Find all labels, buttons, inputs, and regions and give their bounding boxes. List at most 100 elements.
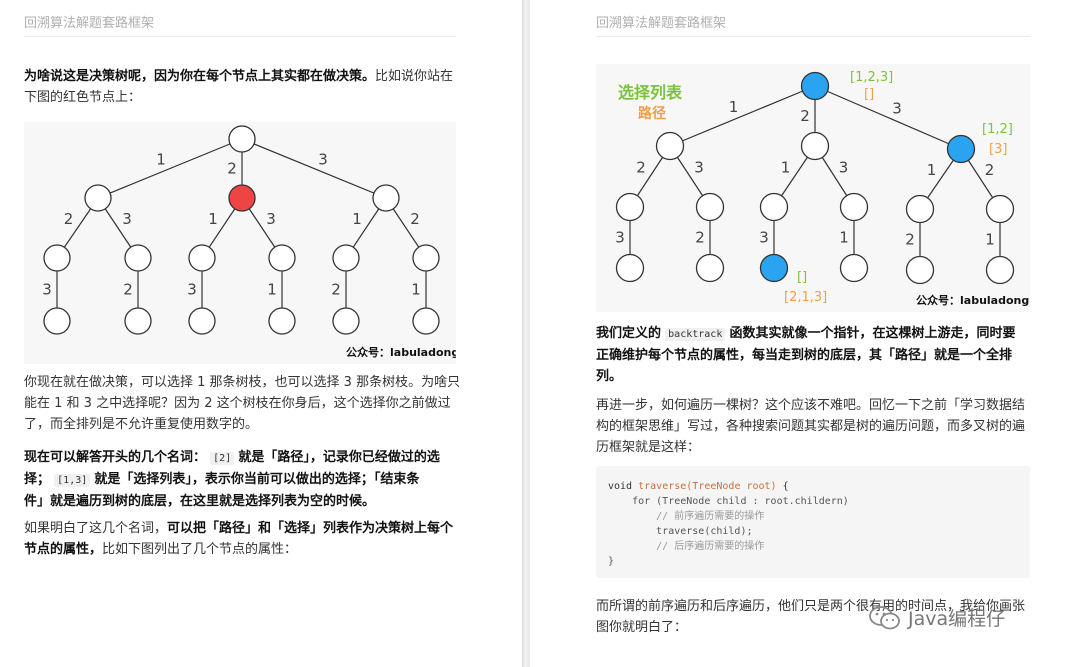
tree-edges <box>629 85 1001 270</box>
right-p2-line-3: 历框架就是这样： <box>596 440 701 455</box>
right-header-divider <box>596 36 1030 37</box>
left-p1-rest: 比如说你站在 <box>375 69 454 84</box>
tree-node <box>188 307 216 335</box>
tree-node <box>43 307 71 335</box>
node-path-label: [3] <box>989 142 1007 157</box>
edge-label: 1 <box>781 159 791 177</box>
edge-label: 1 <box>156 151 166 169</box>
page-gutter <box>522 0 530 667</box>
tree-node <box>695 192 725 222</box>
tree-nodes <box>43 125 440 335</box>
tree-node <box>228 125 256 153</box>
left-p4-a: 如果明白了这几个名词， <box>24 521 168 536</box>
left-p4-b: 可以把「路径」和「选择」列表作为决策树上每个 <box>167 521 454 536</box>
right-paragraph-2: 再进一步，如何遍历一棵树？这个应该不难吧。回忆一下之前「学习数据结 构的框架思维… <box>596 395 1036 458</box>
left-paragraph-3: 现在可以解答开头的几个名词： [2] 就是「路径」，记录你已经做过的选 择； [… <box>24 447 464 512</box>
right-p1-d: 列。 <box>596 369 623 384</box>
highlighted-tree-node <box>800 71 830 101</box>
inline-code-choices: [1,3] <box>54 474 91 487</box>
edge-label: 2 <box>800 107 810 125</box>
leaf-path-label: [2,1,3] <box>784 290 827 305</box>
edge-label: 1 <box>729 98 739 116</box>
left-p2-line-2: 能在 1 和 3 之中选择呢？因为 2 这个树枝在你身后，这个选择你之前做过 <box>24 396 451 411</box>
left-p1-bold: 为啥说这是决策树呢，因为你在每个节点上其实都在做决策。 <box>24 69 376 84</box>
leaf-choice-label: [] <box>797 270 807 285</box>
tree-node <box>905 255 935 285</box>
edge-label: 1 <box>927 161 937 179</box>
edge-label: 3 <box>759 229 769 247</box>
code-open-brace: { <box>776 481 789 492</box>
edge-label: 2 <box>695 229 705 247</box>
legend-path-label: 路径 <box>638 105 666 122</box>
node-choice-label: [1,2] <box>982 122 1013 137</box>
left-p1-line2: 下图的红色节点上： <box>24 90 142 105</box>
root-choice-label: [1,2,3] <box>850 70 893 85</box>
code-line-3: // 前序遍历需要的操作 <box>608 511 765 522</box>
tree-node <box>615 192 645 222</box>
edge-label: 2 <box>64 210 74 228</box>
edge-label: 1 <box>411 281 421 299</box>
tree-node <box>268 307 296 335</box>
code-function-signature: traverse(TreeNode root) <box>638 481 777 492</box>
edge-label: 1 <box>352 210 362 228</box>
left-p3-e: 件」就是遍历到树的底层，在这里就是选择列表为空的时候。 <box>24 494 376 509</box>
edge-label: 3 <box>318 151 328 169</box>
left-p4-d: 比如下图列出了几个节点的属性： <box>102 542 298 557</box>
right-p1-c: 正确维护每个节点的属性，每当走到树的底层，其「路径」就是一个全排 <box>596 348 1013 363</box>
edge-label: 1 <box>208 210 218 228</box>
left-paragraph-1: 为啥说这是决策树呢，因为你在每个节点上其实都在做决策。比如说你站在 下图的红色节… <box>24 66 464 108</box>
right-page-header: 回溯算法解题套路框架 <box>596 16 727 31</box>
tree-node <box>412 244 440 272</box>
edge-label: 1 <box>839 229 849 247</box>
tree-node <box>188 244 216 272</box>
code-block: void traverse(TreeNode root) { for (Tree… <box>596 466 1030 578</box>
right-p3-line-2: 图你就明白了： <box>596 620 688 635</box>
left-page-header: 回溯算法解题套路框架 <box>24 16 155 31</box>
left-paragraph-2: 你现在就在做决策，可以选择 1 那条树枝，也可以选择 3 那条树枝。为啥只 能在… <box>24 372 464 435</box>
right-p3-line-1: 而所谓的前序遍历和后序遍历，他们只是两个很有用的时间点，我给你画张 <box>596 599 1026 614</box>
tree-node <box>372 184 400 212</box>
tree-node <box>985 194 1015 224</box>
right-p2-line-1: 再进一步，如何遍历一棵树？这个应该不难吧。回忆一下之前「学习数据结 <box>596 398 1026 413</box>
tree-node <box>412 307 440 335</box>
tree-node <box>332 244 360 272</box>
left-p2-line-1: 你现在就在做决策，可以选择 1 那条树枝，也可以选择 3 那条树枝。为啥只 <box>24 375 461 390</box>
edge-label: 3 <box>839 159 849 177</box>
edge-label: 2 <box>410 210 420 228</box>
code-line-2: for (TreeNode child : root.childern) <box>608 496 849 507</box>
tree-node <box>124 244 152 272</box>
edge-label: 3 <box>266 210 276 228</box>
watermark-text: Java编程仔 <box>908 608 1006 630</box>
legend-choice-label: 选择列表 <box>618 83 683 102</box>
tree-node <box>839 253 869 283</box>
edge-label: 1 <box>985 231 995 249</box>
tree-node <box>985 255 1015 285</box>
code-line-5: // 后序遍历需要的操作 <box>608 541 765 552</box>
tree-node <box>268 244 296 272</box>
edge-label: 2 <box>905 231 915 249</box>
edge-label: 3 <box>615 229 625 247</box>
tree-edge <box>97 138 243 199</box>
right-paragraph-3: 而所谓的前序遍历和后序遍历，他们只是两个很有用的时间点，我给你画张 图你就明白了… <box>596 596 1036 638</box>
highlighted-tree-node <box>228 184 256 212</box>
left-p2-line-3: 了，而全排列是不允许重复使用数字的。 <box>24 417 259 432</box>
inline-code-path: [2] <box>210 452 235 465</box>
right-p2-line-2: 构的框架思维」写过，各种搜索问题其实都是树的遍历问题，而多叉树的遍 <box>596 419 1026 434</box>
tree-edge <box>814 85 962 150</box>
edge-label: 3 <box>187 281 197 299</box>
figure-credit: 公众号：labuladong <box>916 293 1029 307</box>
code-line-1: void traverse(TreeNode root) { <box>608 479 789 494</box>
edge-label: 3 <box>892 100 902 118</box>
tree-edges <box>56 138 427 321</box>
code-line-6: } <box>608 556 615 567</box>
left-p4-c: 节点的属性， <box>24 542 103 557</box>
tree-edge <box>241 138 387 199</box>
edge-label: 2 <box>985 161 995 179</box>
tree-node <box>695 253 725 283</box>
edge-label: 2 <box>227 160 237 178</box>
highlighted-tree-node <box>946 134 976 164</box>
